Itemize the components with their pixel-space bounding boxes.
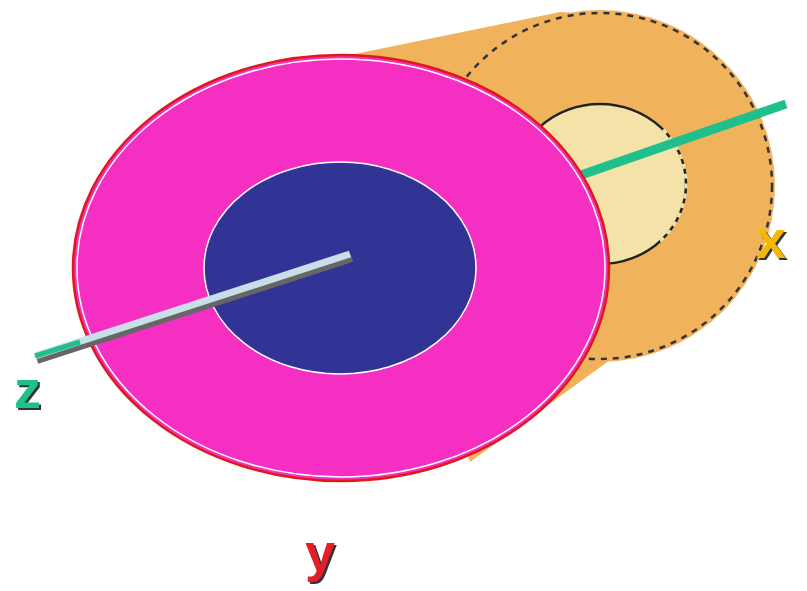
inner-bore-dashed <box>660 104 686 264</box>
axis-label: z <box>14 362 41 416</box>
outer-ring-face <box>73 55 609 481</box>
axis-label: x <box>756 212 786 266</box>
inner-core-face <box>204 162 476 374</box>
axis-label: y <box>305 525 335 579</box>
z-axis-tip <box>35 342 80 356</box>
z-axis <box>35 254 350 356</box>
face-rim <box>77 59 605 477</box>
z-axis-shadow <box>37 258 352 360</box>
